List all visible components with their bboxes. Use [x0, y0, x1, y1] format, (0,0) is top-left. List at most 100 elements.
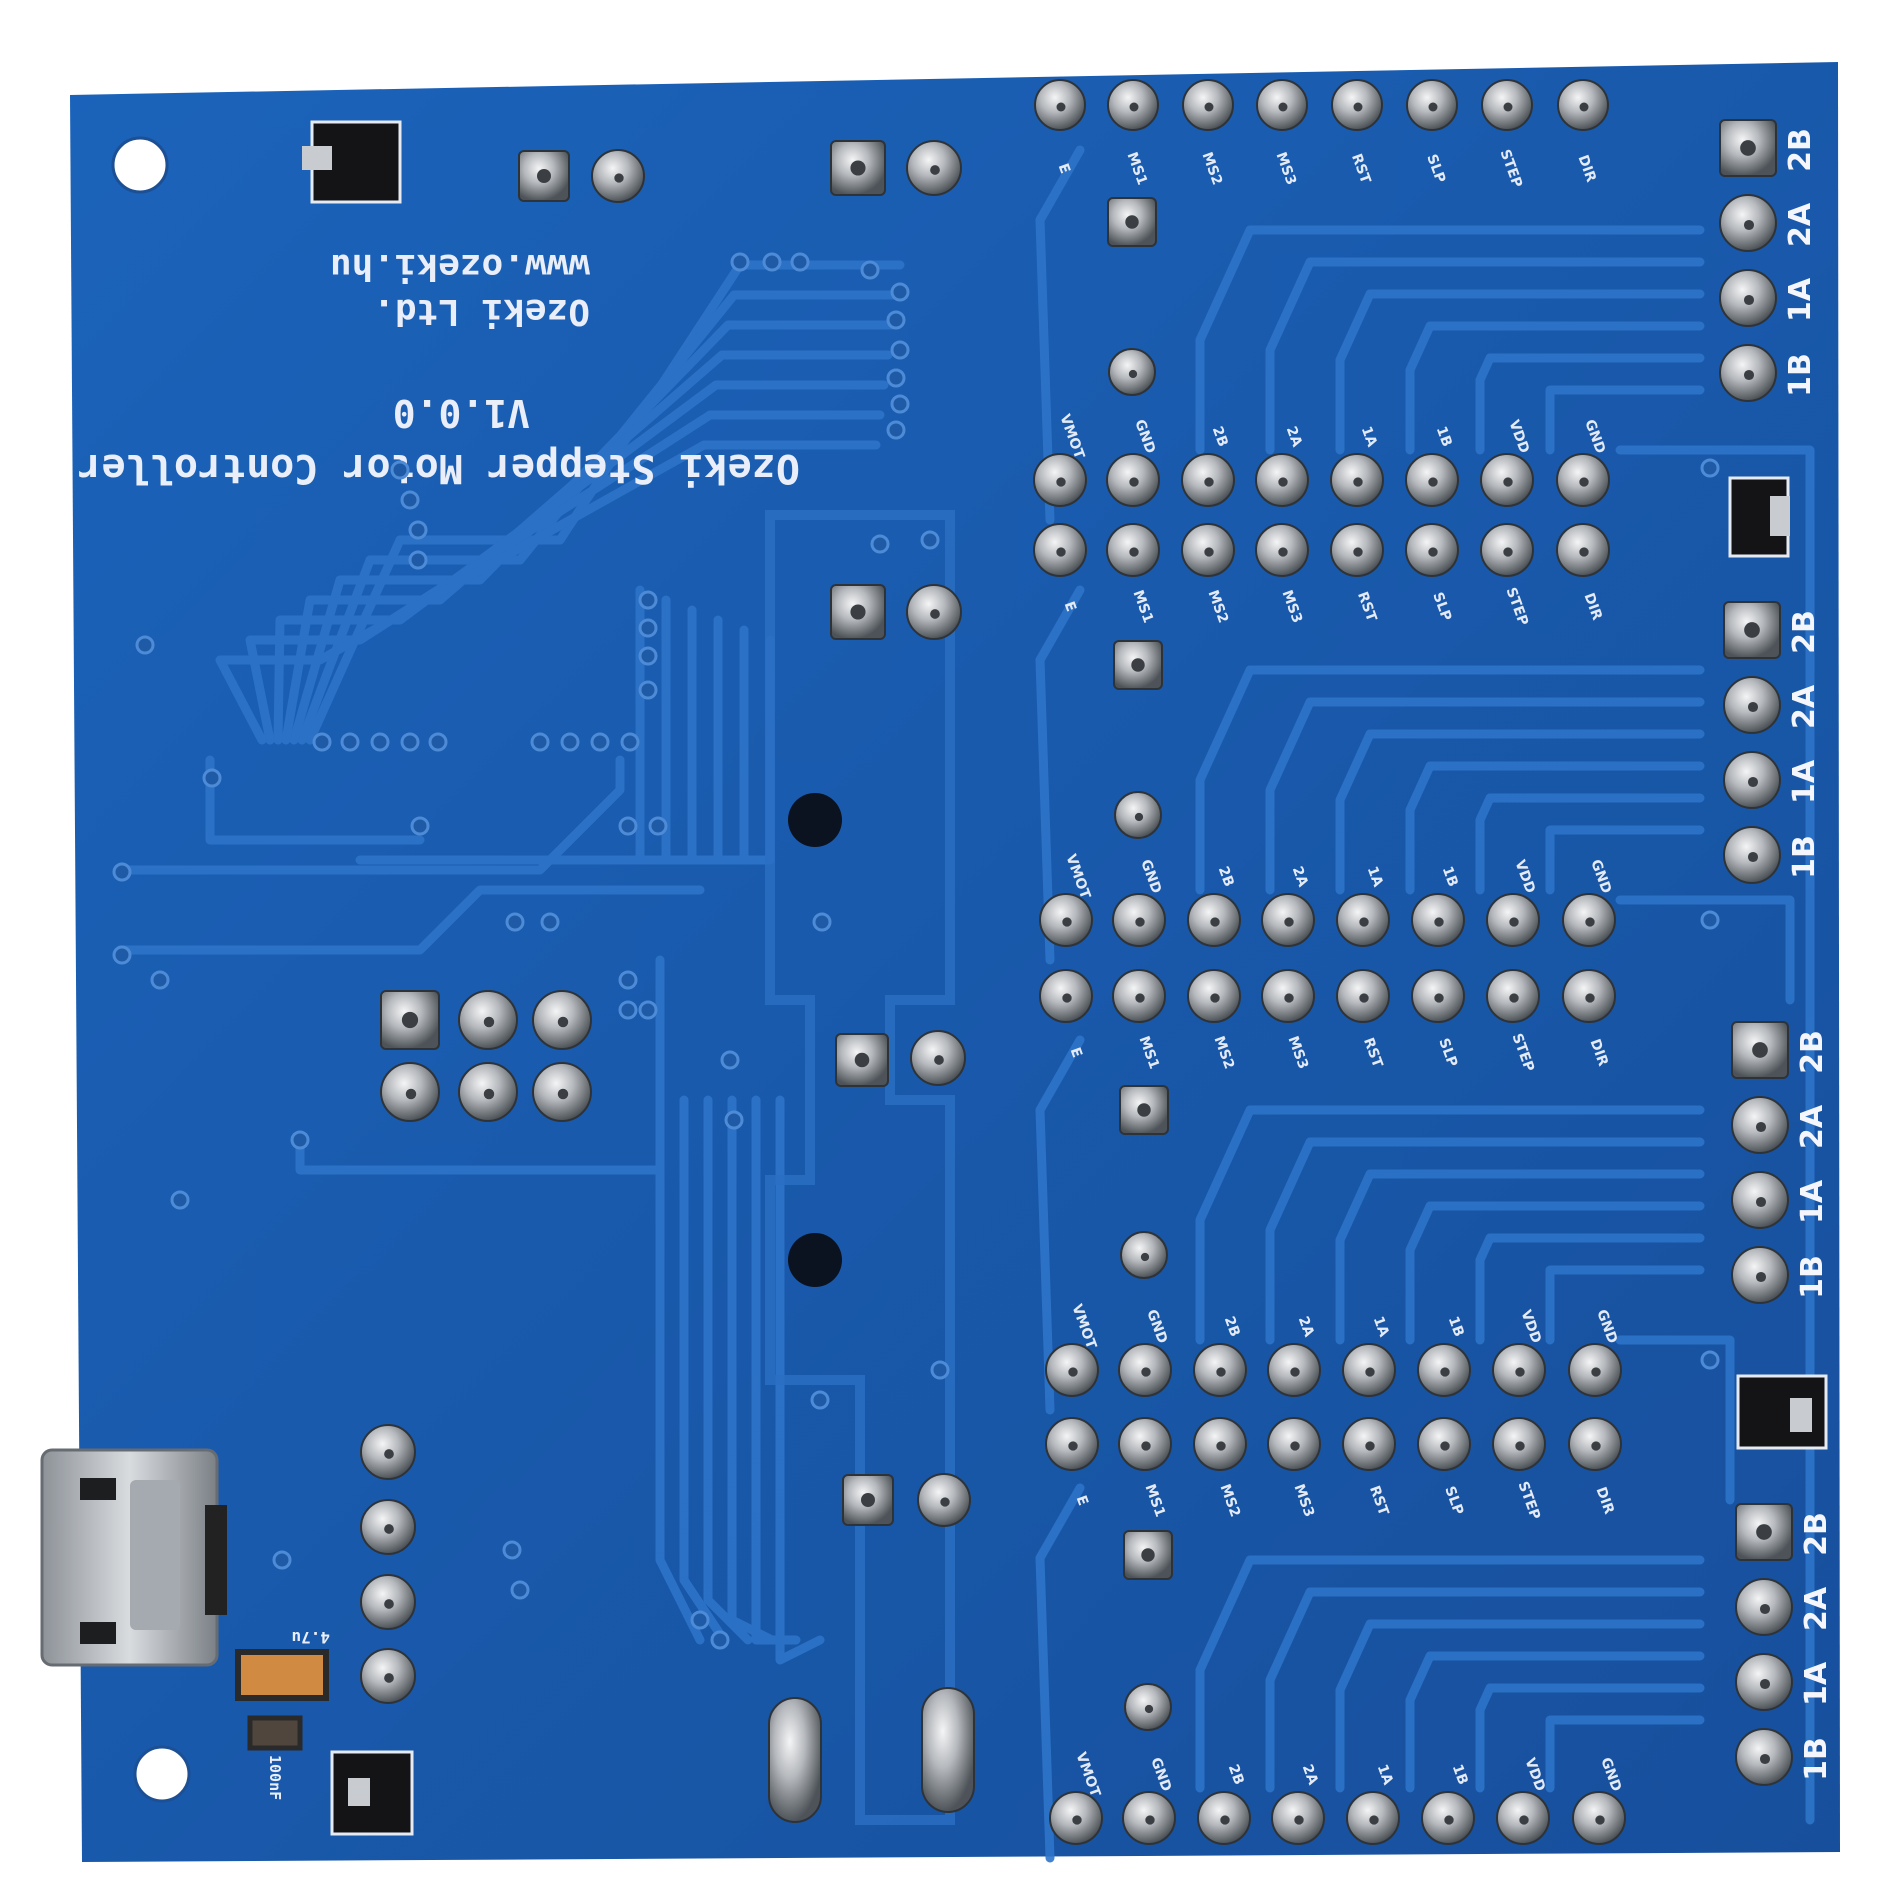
header-pin: [1336, 969, 1390, 1023]
isp-pin: [532, 1062, 592, 1122]
pin-label: 1B: [1433, 424, 1455, 449]
header-pin: [1572, 1791, 1626, 1845]
header-pin: [1118, 1343, 1172, 1397]
via: [1700, 458, 1720, 478]
trace: [295, 955, 665, 1175]
header-pin: [1342, 1343, 1396, 1397]
motor-pin: [1735, 1728, 1793, 1786]
jumper-header: [302, 120, 402, 204]
trace: [1475, 793, 1705, 895]
trace: [1035, 585, 1085, 965]
motor-pin: [1723, 751, 1781, 809]
trace: [1615, 895, 1795, 1005]
header-pin: [1033, 523, 1087, 577]
header-pin: [1112, 893, 1166, 947]
trace: [1475, 353, 1705, 455]
pin-label: 2B: [1215, 864, 1237, 889]
pin-label: 1A: [1370, 1314, 1392, 1339]
header-pin: [1481, 79, 1533, 131]
motor-pin-label: 1B: [1795, 1255, 1830, 1299]
via: [590, 732, 610, 752]
header-pin: [1417, 1343, 1471, 1397]
via: [620, 732, 640, 752]
motor-pin-label: 1B: [1783, 353, 1818, 397]
header-pin: [1346, 1791, 1400, 1845]
pin-label: 2A: [1283, 424, 1305, 449]
trace: [1265, 1137, 1705, 1345]
header-pin: [1108, 348, 1156, 396]
jumper-header: [1728, 476, 1790, 558]
header-pin: [1421, 1791, 1475, 1845]
via: [408, 550, 428, 570]
trace: [115, 885, 705, 955]
header-pin: [1480, 523, 1534, 577]
via: [428, 732, 448, 752]
via: [400, 732, 420, 752]
pin-label: 2B: [1209, 424, 1231, 449]
header-pin: [1193, 1417, 1247, 1471]
header-pin: [1039, 893, 1093, 947]
jumper-header: [330, 1750, 414, 1836]
pin-label: 2A: [1299, 1762, 1321, 1787]
header-pin: [1045, 1343, 1099, 1397]
motor-pin-square: [1731, 1021, 1789, 1079]
motor-pin: [1731, 1096, 1789, 1154]
trace: [1405, 1201, 1705, 1345]
pin-label: 2A: [1295, 1314, 1317, 1339]
trace: [1615, 1335, 1735, 1505]
trace: [115, 755, 625, 875]
trace: [1545, 1265, 1705, 1345]
pin-label: 2B: [1225, 1762, 1247, 1787]
square-pad: [1123, 1530, 1173, 1580]
header-pin: [360, 1648, 416, 1704]
motor-pin: [1735, 1578, 1793, 1636]
motor-pin-label: 2A: [1787, 684, 1822, 729]
header-pin: [1331, 79, 1383, 131]
header-pin: [910, 1030, 966, 1086]
square-pad: [1107, 197, 1157, 247]
header-pin: [360, 1574, 416, 1630]
via: [810, 1390, 830, 1410]
via: [408, 520, 428, 540]
header-pin: [1417, 1417, 1471, 1471]
motor-pin-square: [1735, 1503, 1793, 1561]
via: [560, 732, 580, 752]
square-pad: [1113, 640, 1163, 690]
trace: [215, 440, 881, 745]
motor-pin: [1719, 194, 1777, 252]
motor-pin: [1731, 1246, 1789, 1304]
via: [112, 862, 132, 882]
motor-pin: [1723, 676, 1781, 734]
trace: [1615, 445, 1815, 1825]
trace: [1265, 697, 1705, 895]
header-pin: [1496, 1791, 1550, 1845]
header-pin: [917, 1473, 971, 1527]
isp-pin: [458, 1062, 518, 1122]
motor-pin-label: 1B: [1787, 835, 1822, 879]
via: [618, 816, 638, 836]
header-pin: [360, 1424, 416, 1480]
motor-pin-label: 1B: [1799, 1737, 1834, 1781]
pin-label: 1A: [1358, 424, 1380, 449]
mounting-hole: [111, 136, 169, 194]
via: [638, 590, 658, 610]
header-pin: [1568, 1343, 1622, 1397]
via: [790, 252, 810, 272]
trace: [775, 1095, 825, 1665]
via: [730, 252, 750, 272]
motor-pin: [1735, 1653, 1793, 1711]
trace: [1335, 729, 1705, 895]
header-pin: [1120, 1231, 1168, 1279]
via: [112, 945, 132, 965]
motor-pin-square: [1719, 119, 1777, 177]
motor-pin-label: 2B: [1795, 1030, 1830, 1074]
trace: [703, 1095, 753, 1645]
header-pin: [1336, 893, 1390, 947]
header-pin: [1181, 453, 1235, 507]
header-pin: [1330, 523, 1384, 577]
trace: [1195, 1105, 1705, 1345]
mounting-hole: [133, 1745, 191, 1803]
header-pin: [360, 1499, 416, 1555]
trace: [281, 350, 893, 745]
square-pad: [842, 1474, 894, 1526]
